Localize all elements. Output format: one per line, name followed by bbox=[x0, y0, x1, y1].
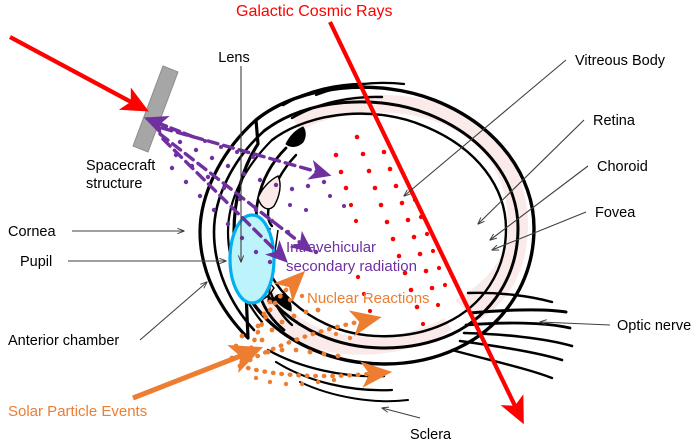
label-cornea: Cornea bbox=[8, 224, 56, 240]
gcr-main-track-arrow bbox=[328, 21, 524, 425]
label-solar-particle-events: Solar Particle Events bbox=[8, 403, 147, 420]
optic-nerve-sheath-upper-2 bbox=[464, 321, 572, 330]
label-nuclear-reactions: Nuclear Reactions bbox=[307, 290, 430, 307]
gcr-incoming-arrow-left bbox=[9, 35, 149, 112]
secondary-radiation-arrows bbox=[143, 115, 332, 263]
secondary-arrow-2 bbox=[158, 132, 314, 253]
spacecraft-structure bbox=[132, 65, 179, 153]
secondary-arrow-3 bbox=[161, 137, 288, 263]
secondary-arrow-to-panel bbox=[143, 115, 198, 140]
nuclear-arrow-up bbox=[245, 270, 306, 359]
gcr-secondary-dot-tracks bbox=[333, 134, 448, 327]
lens-body bbox=[228, 213, 276, 305]
leader-retina bbox=[477, 119, 585, 225]
label-pupil: Pupil bbox=[20, 254, 52, 270]
label-sclera: Sclera bbox=[410, 427, 452, 443]
label-choroid: Choroid bbox=[597, 159, 648, 175]
superior-muscle-line-2 bbox=[290, 95, 384, 120]
label-spacecraft-line1: Spacecraft bbox=[86, 158, 155, 174]
inferior-muscle-line-3 bbox=[299, 381, 409, 403]
tissue-band-pink-lower bbox=[253, 288, 452, 355]
label-lens: Lens bbox=[218, 50, 249, 66]
leader-lines bbox=[68, 59, 611, 419]
label-fovea: Fovea bbox=[595, 205, 636, 221]
label-spacecraft-line2: structure bbox=[86, 176, 142, 192]
ora-serrata-superior bbox=[285, 126, 306, 147]
leader-choroid bbox=[489, 165, 589, 241]
label-vitreous-body: Vitreous Body bbox=[575, 53, 666, 69]
nuclear-arrow-mid bbox=[247, 310, 382, 363]
nuclear-reaction-arrows bbox=[245, 270, 393, 388]
nuclear-reaction-dots bbox=[229, 293, 353, 387]
spacecraft-panel bbox=[132, 65, 179, 153]
sclera-outer-contour bbox=[244, 85, 536, 366]
label-optic-nerve: Optic nerve bbox=[617, 318, 691, 334]
leader-anterior-chamber bbox=[139, 281, 208, 341]
optic-nerve-fiber-1 bbox=[462, 331, 574, 348]
gcr-arrows bbox=[9, 21, 524, 425]
leader-fovea bbox=[491, 211, 587, 251]
nuclear-arrow-low bbox=[245, 361, 393, 388]
leader-sclera bbox=[381, 406, 421, 419]
solar-particle-arrows bbox=[132, 345, 264, 401]
leader-optic-nerve bbox=[539, 319, 611, 326]
label-anterior-chamber: Anterior chamber bbox=[8, 333, 119, 349]
optic-nerve-fiber-4 bbox=[466, 291, 554, 304]
retina-inner-contour bbox=[257, 100, 520, 350]
label-intravehicular-line1: Intravehicular bbox=[286, 239, 376, 256]
optic-nerve-fiber-3 bbox=[450, 348, 554, 380]
label-retina: Retina bbox=[593, 113, 636, 129]
vitreous-boundary-contour bbox=[270, 112, 508, 338]
optic-nerve-sheath-upper bbox=[468, 308, 568, 315]
inferior-muscle-line-2 bbox=[274, 360, 394, 392]
eye-globe bbox=[198, 81, 574, 403]
leader-vitreous-body bbox=[403, 59, 567, 197]
label-intravehicular-line2: secondary radiation bbox=[286, 258, 417, 275]
secondary-radiation-dots bbox=[169, 139, 346, 265]
cornea-inner-curve bbox=[212, 129, 266, 332]
secondary-arrow-1 bbox=[160, 126, 332, 180]
tissue-band-pink bbox=[292, 94, 528, 322]
label-galactic-cosmic-rays: Galactic Cosmic Rays bbox=[236, 3, 392, 20]
optic-nerve-fiber-2 bbox=[458, 339, 564, 362]
spe-incoming-arrow bbox=[132, 345, 264, 401]
